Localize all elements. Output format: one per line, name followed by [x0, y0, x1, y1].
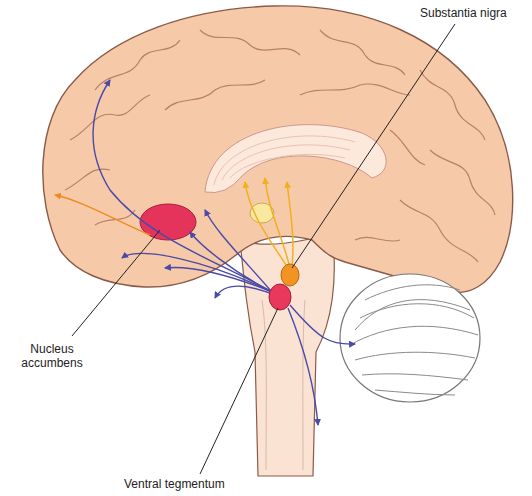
leader-line: [72, 230, 160, 336]
structure-label: Ventral tegmentum: [124, 477, 254, 491]
structure-label: Nucleus accumbens: [14, 342, 90, 370]
leader-line: [292, 24, 455, 268]
leader-line: [200, 308, 278, 474]
structure-label: Substantia nigra: [420, 6, 528, 20]
